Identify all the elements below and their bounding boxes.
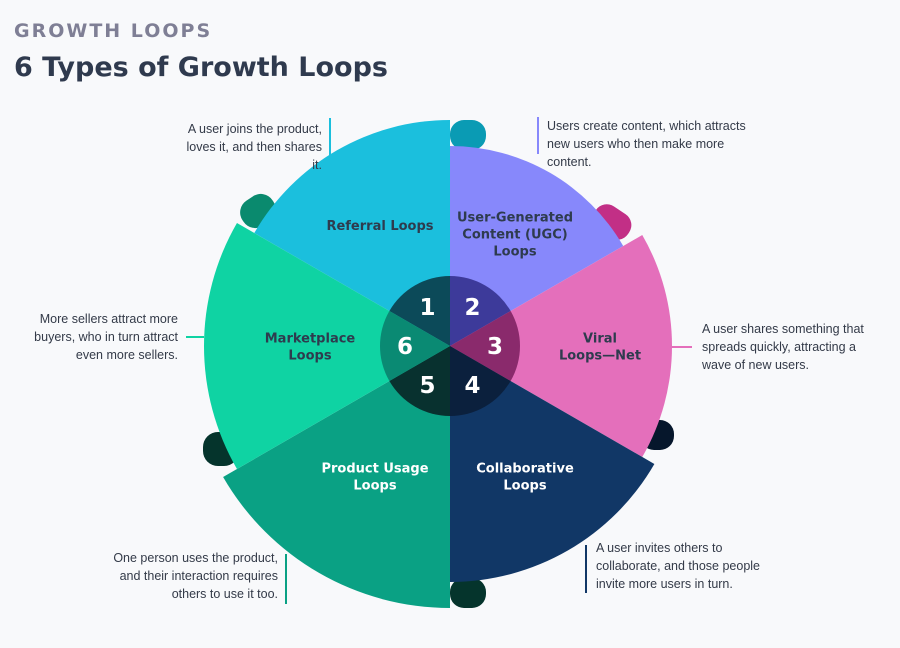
page-title: 6 Types of Growth Loops xyxy=(14,52,389,83)
description-viral: A user shares something that spreads qui… xyxy=(702,322,864,372)
segment-number-referral: 1 xyxy=(419,295,435,321)
segment-label-collaborative-line-1: Collaborative xyxy=(476,461,574,476)
tab-4 xyxy=(450,578,486,608)
segment-label-ugc-line-3: Loops xyxy=(493,244,536,259)
segment-label-viral-line-2: Loops—Net xyxy=(559,349,641,364)
hub-slice-referral xyxy=(389,276,450,346)
hub-slice-collaborative xyxy=(450,346,511,416)
description-collaborative: A user invites others to collaborate, an… xyxy=(596,541,761,591)
hub-slice-ugc xyxy=(450,276,511,346)
segment-edge-tabs xyxy=(203,120,674,608)
segment-label-ugc-line-2: Content (UGC) xyxy=(462,227,567,242)
section-kicker: GROWTH LOOPS xyxy=(14,20,213,42)
description-product-usage: One person uses the product, and their i… xyxy=(113,551,278,601)
segment-collaborative xyxy=(450,346,655,582)
segment-marketplace xyxy=(203,223,450,469)
segment-label-ugc-line-1: User-Generated xyxy=(457,210,573,225)
segment-product-usage xyxy=(223,346,450,608)
description-marketplace: More sellers attract more buyers, who in… xyxy=(34,312,178,362)
leader-lines xyxy=(186,117,692,604)
segment-number-marketplace: 6 xyxy=(397,334,413,360)
segment-label-marketplace-line-2: Loops xyxy=(288,349,331,364)
segment-number-product-usage: 5 xyxy=(419,373,435,399)
segment-number-viral: 3 xyxy=(487,334,503,360)
description-ugc: Users create content, which attracts new… xyxy=(547,119,746,169)
tab-1 xyxy=(450,120,486,150)
segment-label-viral-line-1: Viral xyxy=(583,332,617,347)
hub-slice-viral xyxy=(450,311,520,381)
segment-referral xyxy=(254,120,450,346)
segment-viral xyxy=(450,235,672,457)
description-referral: A user joins the product, loves it, and … xyxy=(186,122,323,172)
segment-label-product-usage-line-1: Product Usage xyxy=(321,461,428,476)
segment-number-ugc: 2 xyxy=(464,295,480,321)
hub-slice-marketplace xyxy=(380,311,450,381)
segment-label-marketplace-line-1: Marketplace xyxy=(265,332,356,347)
segment-label-product-usage-line-2: Loops xyxy=(353,478,396,493)
segment-number-collaborative: 4 xyxy=(464,373,480,399)
segment-label-referral-line-1: Referral Loops xyxy=(326,219,433,234)
hub-slice-product-usage xyxy=(389,346,450,416)
segment-label-collaborative-line-2: Loops xyxy=(503,478,546,493)
